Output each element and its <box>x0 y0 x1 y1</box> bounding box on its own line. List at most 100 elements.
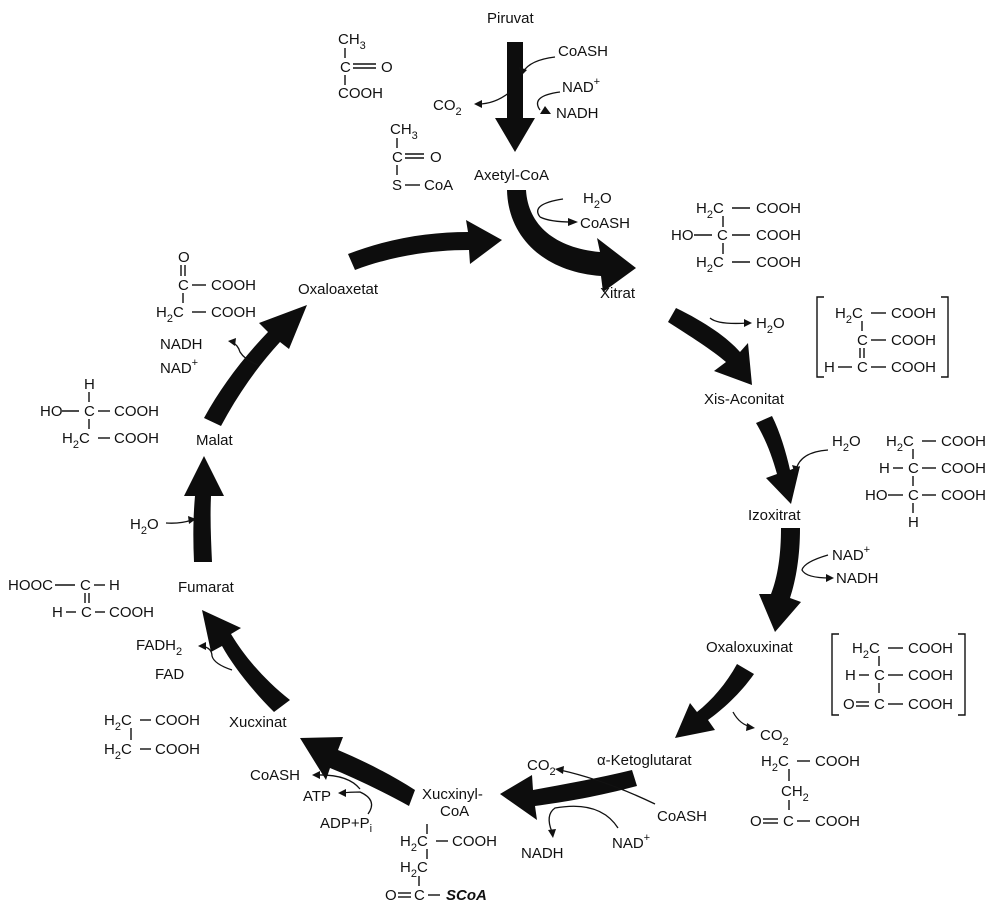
cycle-arrows <box>184 42 801 820</box>
svg-text:COOH: COOH <box>815 813 860 830</box>
pyr-nad: NAD+ <box>562 76 600 96</box>
idh-nadh: NADH <box>836 570 879 587</box>
svg-text:COOH: COOH <box>891 332 936 349</box>
kg-coash: CoASH <box>657 808 707 825</box>
label-malat: Malat <box>196 432 234 449</box>
svg-text:COOH: COOH <box>452 833 497 850</box>
label-fumarat: Fumarat <box>178 579 235 596</box>
svg-text:C: C <box>84 403 95 420</box>
ox-co2: CO2 <box>760 727 789 748</box>
svg-text:H2C: H2C <box>696 254 724 275</box>
mdh-nad: NAD+ <box>160 357 198 377</box>
sdh-fad: FAD <box>155 666 184 683</box>
formula-succinate: H2C COOH H2C COOH <box>104 712 200 762</box>
svg-text:H2C: H2C <box>62 430 90 451</box>
svg-text:COOH: COOH <box>756 200 801 217</box>
label-axetyl-coa: Axetyl-CoA <box>474 167 549 184</box>
svg-text:C: C <box>857 332 868 349</box>
svg-text:COOH: COOH <box>756 227 801 244</box>
svg-text:COOH: COOH <box>211 304 256 321</box>
label-xis-aconitat: Xis-Aconitat <box>704 391 785 408</box>
formula-malate: H HO C COOH H2C COOH <box>40 376 159 451</box>
svg-text:COOH: COOH <box>109 604 154 621</box>
svg-text:H: H <box>879 460 890 477</box>
acon-h2o: H2O <box>756 315 785 336</box>
svg-text:O: O <box>178 249 190 266</box>
formula-cis-aconitate: H2C COOH C COOH H C COOH <box>816 296 949 378</box>
mdh-nadh: NADH <box>160 336 203 353</box>
svg-text:C: C <box>392 149 403 166</box>
svg-text:C: C <box>80 577 91 594</box>
svg-text:C: C <box>874 696 885 713</box>
svg-text:COOH: COOH <box>338 85 383 102</box>
svg-text:H2C: H2C <box>104 741 132 762</box>
arrow-fumarate-to-malate <box>184 456 224 562</box>
kg-nad-arrow <box>548 805 619 833</box>
formula-pyruvate: CH3 C O COOH <box>338 31 393 102</box>
kg-co2-arrow <box>559 769 656 805</box>
svg-text:HOOC: HOOC <box>8 577 53 594</box>
svg-text:H: H <box>84 376 95 393</box>
svg-text:C: C <box>783 813 794 830</box>
idh-nad: NAD+ <box>832 544 870 564</box>
arrow-citrate-to-cisaconitate <box>668 308 752 385</box>
kg-co2: CO2 <box>527 757 556 778</box>
svg-text:O: O <box>385 887 397 904</box>
svg-text:COOH: COOH <box>941 487 986 504</box>
cs-coash: CoASH <box>580 215 630 232</box>
svg-text:C: C <box>178 277 189 294</box>
svg-text:S: S <box>392 177 402 194</box>
svg-text:H2C: H2C <box>761 753 789 774</box>
pyr-co2: CO2 <box>433 97 462 118</box>
svg-text:COOH: COOH <box>908 696 953 713</box>
pyr-coash: CoASH <box>558 43 608 60</box>
label-ketoglutarat: α-Ketoglutarat <box>597 752 692 769</box>
sc-atp-arrow <box>341 791 373 815</box>
idh-arrow <box>801 554 831 579</box>
svg-text:C: C <box>908 460 919 477</box>
svg-text:C: C <box>874 667 885 684</box>
sc-coash-arrow <box>315 774 361 790</box>
sdh-arrow <box>201 645 233 671</box>
acon-h2o-arrow <box>709 317 749 325</box>
svg-text:CH3: CH3 <box>338 31 366 52</box>
arrow-isocitrate-to-oxalosuccinate <box>759 528 801 632</box>
svg-text:C: C <box>414 887 425 904</box>
svg-text:C: C <box>857 359 868 376</box>
formula-ketoglutarate: H2C COOH CH2 O C COOH <box>750 753 860 830</box>
arrow-malate-to-oxaloacetate <box>204 305 307 426</box>
svg-text:H2C: H2C <box>400 859 428 880</box>
label-oxaloxuxinat: Oxaloxuxinat <box>706 639 794 656</box>
label-izoxitrat: Izoxitrat <box>748 507 801 524</box>
svg-text:HO: HO <box>865 487 888 504</box>
svg-text:H2C: H2C <box>400 833 428 854</box>
cs-h2o: H2O <box>583 190 612 211</box>
svg-text:COOH: COOH <box>941 460 986 477</box>
formula-succinyl-coa: H2C COOH H2C O C SCoA <box>385 824 497 904</box>
svg-text:SCoA: SCoA <box>446 887 487 904</box>
arrow-cisaconitate-to-isocitrate <box>756 416 800 504</box>
label-xucxinyl-coa-2: CoA <box>440 803 469 820</box>
svg-text:C: C <box>340 59 351 76</box>
sc-atp: ATP <box>303 788 331 805</box>
arrow-ketoglutarate-to-succinylcoa <box>500 770 637 820</box>
svg-text:COOH: COOH <box>908 667 953 684</box>
svg-text:H: H <box>908 514 919 531</box>
svg-text:H2C: H2C <box>835 305 863 326</box>
acon2-h2o-arrow <box>795 449 829 471</box>
cs-h2o-arrow <box>537 198 564 218</box>
svg-text:COOH: COOH <box>908 640 953 657</box>
svg-text:COOH: COOH <box>114 403 159 420</box>
svg-text:C: C <box>717 227 728 244</box>
cofactor-labels: CoASH NAD+ NADH CO2 H2O CoASH H2O H2O NA… <box>130 43 879 862</box>
cofactor-arrows <box>165 56 834 838</box>
acon2-h2o: H2O <box>832 433 861 454</box>
pyr-co2-arrow <box>477 91 511 105</box>
fum-h2o-arrow <box>165 519 193 524</box>
arrow-succinylcoa-to-succinate <box>300 737 415 806</box>
formula-isocitrate: H2C COOH H C COOH HO C COOH H <box>865 433 986 531</box>
formula-oxalosuccinate: H2C COOH H C COOH O C COOH <box>831 633 966 716</box>
arrow-acetylcoa-to-citrate <box>507 190 636 292</box>
formula-citrate: H2C COOH HO C COOH H2C COOH <box>671 200 801 275</box>
arrow-pyruvate-to-acetylcoa <box>495 42 535 152</box>
